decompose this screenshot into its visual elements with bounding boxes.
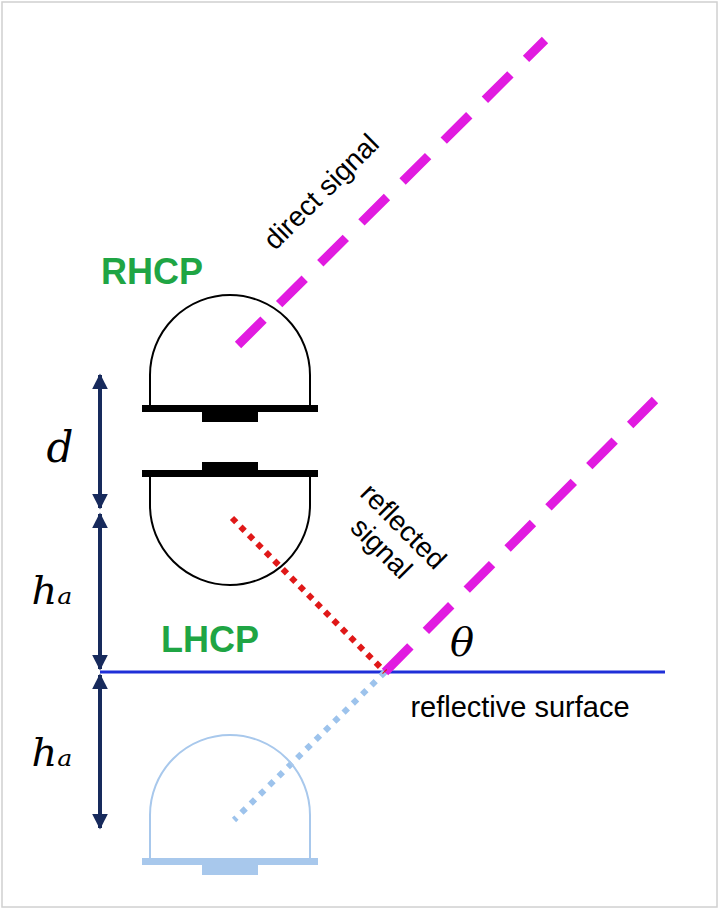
rhcp-antenna xyxy=(150,295,310,405)
dimension-arrow xyxy=(98,675,102,828)
signal-label: direct signal xyxy=(258,128,385,255)
polarization-label: LHCP xyxy=(161,620,259,660)
direct-signal-line xyxy=(238,40,545,345)
surface-label: reflective surface xyxy=(410,692,629,724)
connector xyxy=(202,462,258,471)
ground-plate xyxy=(142,858,318,865)
dimension-arrow xyxy=(98,375,102,508)
image-antenna xyxy=(150,735,310,858)
ground-plate xyxy=(142,405,318,412)
dimension-label: d xyxy=(47,425,74,471)
connector xyxy=(202,412,258,422)
signal-label: reflected signal xyxy=(321,467,464,610)
polarization-label: RHCP xyxy=(101,252,203,292)
lhcp-antenna xyxy=(150,477,310,585)
angle-label: θ xyxy=(450,620,474,664)
connector xyxy=(202,865,258,875)
mirror-path xyxy=(234,672,385,820)
ground-plate xyxy=(142,470,318,477)
dimension-arrow xyxy=(98,514,102,669)
dimension-label: hₐ xyxy=(32,568,73,612)
dimension-label: hₐ xyxy=(32,730,73,774)
